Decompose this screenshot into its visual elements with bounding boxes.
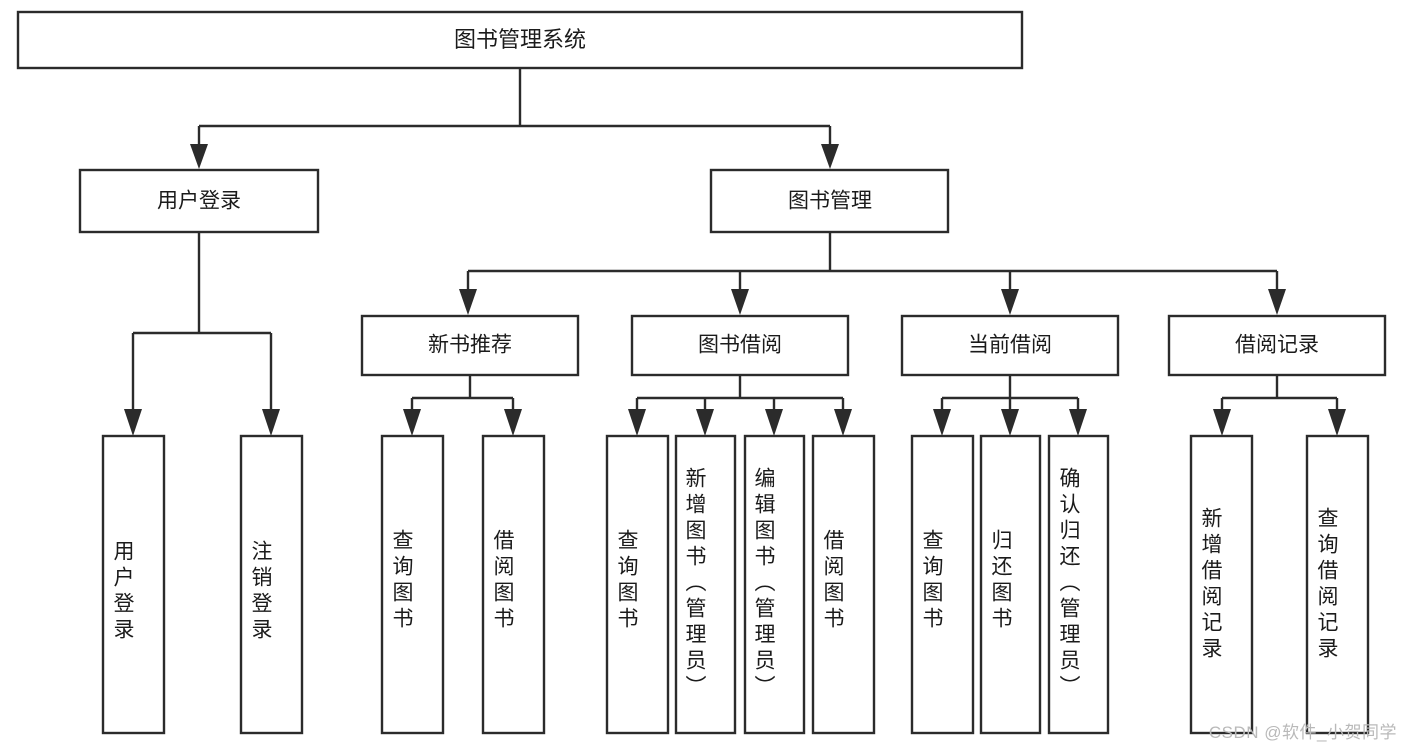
node-book-borrow[interactable]: 图书借阅 bbox=[630, 314, 850, 377]
leaf-box-new-book-recommend-0[interactable] bbox=[380, 434, 445, 735]
leaf-label-new-book-recommend-1: 借阅图书 bbox=[491, 529, 514, 633]
arrow-head-br-leaf-2 bbox=[1328, 409, 1346, 436]
node-root-system[interactable]: 图书管理系统 bbox=[16, 10, 1024, 70]
leaf-box-book-borrow-1[interactable] bbox=[674, 434, 737, 735]
arrow-head-cb-leaf-2 bbox=[1001, 409, 1019, 436]
connector-group-borrow-record bbox=[1213, 375, 1346, 436]
leaf-box-current-borrow-2[interactable] bbox=[1047, 434, 1110, 735]
leaf-box-book-borrow-2[interactable] bbox=[743, 434, 806, 735]
connector-group-user-login bbox=[124, 232, 280, 436]
arrow-head-new-book-recommend bbox=[459, 289, 477, 315]
leaf-label-book-borrow-2: 编辑图书（管理员） bbox=[752, 467, 775, 701]
node-current-borrow-label: 当前借阅 bbox=[968, 334, 1052, 357]
connector-group-current-borrow bbox=[933, 375, 1087, 436]
arrow-head-book-manage bbox=[821, 144, 839, 169]
connector-group-book-borrow bbox=[628, 375, 852, 436]
node-user-login[interactable]: 用户登录 bbox=[78, 168, 320, 234]
arrow-head-bb-leaf-3 bbox=[765, 409, 783, 436]
node-borrow-record-box[interactable] bbox=[1167, 314, 1387, 377]
leaf-label-borrow-record-1: 查询借阅记录 bbox=[1315, 507, 1338, 663]
arrow-head-nbr-leaf-1 bbox=[403, 409, 421, 436]
arrow-head-br-leaf-1 bbox=[1213, 409, 1231, 436]
node-book-borrow-label: 图书借阅 bbox=[698, 334, 782, 357]
leaf-box-borrow-record-0[interactable] bbox=[1189, 434, 1254, 735]
leaf-box-user-login-0[interactable] bbox=[101, 434, 166, 735]
leaf-box-book-borrow-3[interactable] bbox=[811, 434, 876, 735]
arrow-head-leaf-logout bbox=[262, 409, 280, 436]
arrow-head-leaf-user-login bbox=[124, 409, 142, 436]
arrow-head-cb-leaf-3 bbox=[1069, 409, 1087, 436]
node-book-borrow-box[interactable] bbox=[630, 314, 850, 377]
leaf-label-current-borrow-1: 归还图书 bbox=[989, 529, 1012, 633]
leaf-box-current-borrow-0[interactable] bbox=[910, 434, 975, 735]
node-book-manage[interactable]: 图书管理 bbox=[709, 168, 950, 234]
arrow-head-bb-leaf-4 bbox=[834, 409, 852, 436]
leaf-box-book-borrow-0[interactable] bbox=[605, 434, 670, 735]
leaf-label-current-borrow-2: 确认归还（管理员） bbox=[1057, 467, 1080, 701]
node-user-login-box[interactable] bbox=[78, 168, 320, 234]
leaf-box-new-book-recommend-1[interactable] bbox=[481, 434, 546, 735]
arrow-head-book-borrow bbox=[731, 289, 749, 315]
leaf-label-new-book-recommend-0: 查询图书 bbox=[390, 529, 413, 633]
node-new-book-recommend-label: 新书推荐 bbox=[428, 334, 512, 357]
node-user-login-label: 用户登录 bbox=[157, 190, 241, 213]
node-current-borrow[interactable]: 当前借阅 bbox=[900, 314, 1120, 377]
arrow-head-nbr-leaf-2 bbox=[504, 409, 522, 436]
arrow-head-borrow-record bbox=[1268, 289, 1286, 315]
leaf-label-user-login-1: 注销登录 bbox=[249, 540, 272, 644]
node-root-system-box[interactable] bbox=[16, 10, 1024, 70]
node-book-manage-box[interactable] bbox=[709, 168, 950, 234]
node-book-manage-label: 图书管理 bbox=[788, 190, 872, 213]
arrow-head-cb-leaf-1 bbox=[933, 409, 951, 436]
connector-group-book-manage bbox=[459, 232, 1286, 315]
leaf-label-current-borrow-0: 查询图书 bbox=[920, 529, 943, 633]
leaf-box-user-login-1[interactable] bbox=[239, 434, 304, 735]
node-borrow-record-label: 借阅记录 bbox=[1235, 334, 1319, 357]
node-current-borrow-box[interactable] bbox=[900, 314, 1120, 377]
node-new-book-recommend-box[interactable] bbox=[360, 314, 580, 377]
leaf-label-book-borrow-3: 借阅图书 bbox=[821, 529, 844, 633]
node-new-book-recommend[interactable]: 新书推荐 bbox=[360, 314, 580, 377]
node-root-system-label: 图书管理系统 bbox=[454, 27, 586, 52]
csdn-watermark: CSDN @软件_小贺同学 bbox=[1208, 723, 1397, 742]
connector-group-root bbox=[190, 68, 839, 169]
leaf-label-book-borrow-0: 查询图书 bbox=[615, 529, 638, 633]
leaf-label-borrow-record-0: 新增借阅记录 bbox=[1199, 507, 1222, 663]
leaf-box-current-borrow-1[interactable] bbox=[979, 434, 1042, 735]
connector-group-new-book-recommend bbox=[403, 375, 522, 436]
leaf-label-user-login-0: 用户登录 bbox=[111, 540, 134, 644]
arrow-head-current-borrow bbox=[1001, 289, 1019, 315]
arrow-head-bb-leaf-1 bbox=[628, 409, 646, 436]
leaf-label-book-borrow-1: 新增图书（管理员） bbox=[683, 467, 706, 701]
node-borrow-record[interactable]: 借阅记录 bbox=[1167, 314, 1387, 377]
leaf-box-borrow-record-1[interactable] bbox=[1305, 434, 1370, 735]
arrow-head-bb-leaf-2 bbox=[696, 409, 714, 436]
arrow-head-user-login bbox=[190, 144, 208, 169]
